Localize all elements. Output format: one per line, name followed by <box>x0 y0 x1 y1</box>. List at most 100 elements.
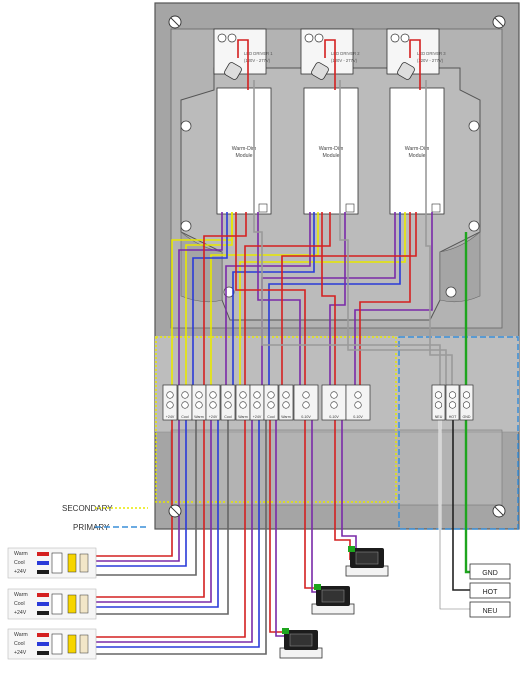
v24-lead <box>37 611 49 615</box>
driver-rating: (120V - 277V) <box>331 58 358 63</box>
terminal-screw-icon <box>434 391 443 399</box>
module-label-line2: Module <box>322 153 339 159</box>
terminal-screw-icon <box>282 401 290 409</box>
strip-connector <box>51 593 63 615</box>
cool-lead <box>37 642 49 646</box>
dimmer-icon <box>279 628 323 659</box>
warm-lead <box>37 552 49 556</box>
terminal-screw-icon <box>181 391 189 399</box>
strip-24v-label: +24V <box>14 569 27 575</box>
terminal-screw-icon <box>195 401 203 409</box>
terminal-label: +24V <box>253 415 262 419</box>
primary-terminal: GND <box>459 384 474 421</box>
terminal-screw-icon <box>209 391 217 399</box>
gnd-label: GND <box>482 570 498 577</box>
led-chip-icon <box>79 594 89 614</box>
secondary-terminal: 0-10V <box>345 384 371 421</box>
module-label-line1: Warm-Dim <box>232 146 257 152</box>
terminal-screw-icon <box>462 391 471 399</box>
corner-screws <box>168 15 506 518</box>
terminal-screw-icon <box>330 401 338 409</box>
secondary-terminal: Warm <box>235 384 251 421</box>
terminal-screw-icon <box>448 391 457 399</box>
secondary-terminal: 0-10V <box>293 384 319 421</box>
strip-cool-label: Cool <box>14 641 25 647</box>
secondary-terminal: Cool <box>177 384 193 421</box>
strip-cool-label: Cool <box>14 560 25 566</box>
strip-warm-label: Warm <box>14 632 28 638</box>
terminal-label: Cool <box>224 415 232 419</box>
driver-rating: (120V - 277V) <box>244 58 271 63</box>
primary-terminal: NEU <box>431 384 446 421</box>
legend-secondary-label: SECONDARY <box>62 504 113 513</box>
primary-terminal: HOT <box>445 384 460 421</box>
cutout-right <box>439 231 481 303</box>
strip-connector <box>51 552 63 574</box>
terminal-screw-icon <box>354 391 362 399</box>
module-label-line1: Warm-Dim <box>405 146 430 152</box>
terminal-screw-icon <box>314 33 324 43</box>
screw-icon <box>492 15 506 29</box>
terminal-screw-icon <box>330 391 338 399</box>
cool-lead <box>37 561 49 565</box>
secondary-terminal: +24V <box>162 384 178 421</box>
hot-label: HOT <box>483 589 499 596</box>
screw-icon <box>492 504 506 518</box>
gnd-box <box>469 563 511 580</box>
module-label-line2: Module <box>408 153 425 159</box>
terminal-screw-icon <box>448 401 457 409</box>
dimmer-icon <box>311 584 355 615</box>
dimmer-icon <box>345 546 389 577</box>
terminal-screw-icon <box>239 401 247 409</box>
secondary-terminal: Cool <box>263 384 279 421</box>
terminal-label: 0-10V <box>301 415 311 419</box>
led-driver: LED DRIVER 2 (120V - 277V) <box>300 28 360 80</box>
terminal-screw-icon <box>227 33 237 43</box>
driver-name: LED DRIVER 2 <box>331 51 360 56</box>
driver-name: LED DRIVER 1 <box>244 51 273 56</box>
terminal-screw-icon <box>181 401 189 409</box>
terminal-screw-icon <box>166 391 174 399</box>
terminal-screw-icon <box>239 391 247 399</box>
terminal-screw-icon <box>434 401 443 409</box>
led-chip-icon <box>79 553 89 573</box>
legend-primary-label: PRIMARY <box>73 523 110 532</box>
strip-connector <box>51 633 63 655</box>
terminal-label: 0-10V <box>329 415 339 419</box>
v24-lead <box>37 570 49 574</box>
led-driver: LED DRIVER 1 (120V - 277V) <box>213 28 273 80</box>
terminal-screw-icon <box>304 33 314 43</box>
wall-dimmers <box>279 546 389 659</box>
terminal-screw-icon <box>282 391 290 399</box>
terminal-label: +24V <box>209 415 218 419</box>
strip-24v-label: +24V <box>14 610 27 616</box>
secondary-terminal: Warm <box>278 384 294 421</box>
module-label-line2: Module <box>235 153 252 159</box>
secondary-terminal: +24V <box>249 384 265 421</box>
terminal-label: GND <box>463 415 471 419</box>
strip-24v-label: +24V <box>14 650 27 656</box>
cool-lead <box>37 602 49 606</box>
terminal-screw-icon <box>217 33 227 43</box>
terminal-screw-icon <box>253 391 261 399</box>
secondary-terminal: Cool <box>220 384 236 421</box>
strip-warm-label: Warm <box>14 551 28 557</box>
terminal-label: Cool <box>181 415 189 419</box>
secondary-terminal: Warm <box>191 384 207 421</box>
terminal-screw-icon <box>166 401 174 409</box>
terminal-screw-icon <box>390 33 400 43</box>
terminal-screw-icon <box>209 401 217 409</box>
terminal-screw-icon <box>267 401 275 409</box>
terminal-screw-icon <box>354 401 362 409</box>
v24-lead <box>37 651 49 655</box>
warm-lead <box>37 633 49 637</box>
screw-icon <box>168 504 182 518</box>
warm-lead <box>37 593 49 597</box>
driver-name: LED DRIVER 3 <box>417 51 446 56</box>
mains-labels: GND HOT NEU <box>469 563 511 618</box>
terminal-screw-icon <box>462 401 471 409</box>
secondary-terminal: 0-10V <box>321 384 347 421</box>
